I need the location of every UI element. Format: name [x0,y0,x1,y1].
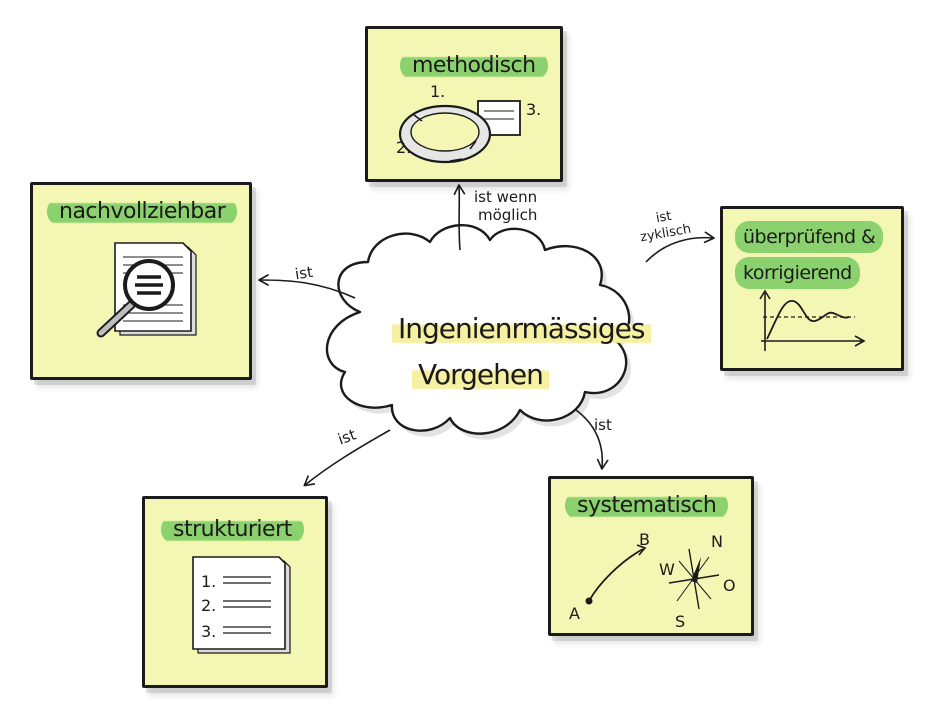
step-response-chart-icon [759,289,866,351]
edge-label-systematisch: ist [594,416,612,434]
card-title-methodisch: methodisch [400,51,548,80]
center-title-line2: Vorgehen [412,358,549,391]
compass-w: W [659,560,675,579]
list-number-1: 1. [201,572,216,591]
arrow-to-nachvollziehbar [258,274,356,299]
arrow-to-ueberpruefend [645,231,715,263]
cycle-step-3: 3. [526,100,541,119]
document-search-icon [96,242,197,338]
list-number-3: 3. [201,622,216,641]
card-systematisch: systematisch A B N O S W [548,476,754,636]
numbered-list-icon: 1. 2. 3. [192,556,291,654]
point-b: B [639,530,650,549]
card-title-nachvollziehbar: nachvollziehbar [47,197,238,226]
card-title-strukturiert: strukturiert [161,515,304,544]
card-strukturiert: strukturiert 1. 2. 3. [142,496,328,688]
card-title-ueberpruefend-line1: überprüfend & [735,221,884,253]
edge-label-ueberpruefend-line1: ist [654,208,673,227]
edge-label-nachvollziehbar: ist [293,262,315,284]
card-ueberpruefend: überprüfend & korrigierend [720,206,904,371]
edge-label-methodisch-line2: möglich [478,206,538,224]
compass-n: N [711,532,723,551]
compass-s: S [675,612,685,631]
cycle-step-1: 1. [430,82,445,101]
center-title-line1: Ingenienrmässiges [392,312,651,345]
card-nachvollziehbar: nachvollziehbar [30,182,252,380]
path-compass-icon: A B N O S W [569,530,736,631]
cycle-step-2: 2. [396,138,411,157]
card-title-ueberpruefend-line2: korrigierend [735,257,860,289]
cycle-icon: 1. 2. 3. [396,82,541,164]
arrow-to-strukturiert [303,429,391,487]
arrow-to-systematisch [575,409,609,470]
edge-label-methodisch-line1: ist wenn [474,188,538,206]
card-title-systematisch: systematisch [565,491,729,520]
compass-o: O [723,576,736,595]
arrow-to-methodisch [453,184,466,251]
list-number-2: 2. [201,596,216,615]
card-methodisch: methodisch 1. 2. 3. [365,26,563,182]
point-a: A [569,604,580,623]
